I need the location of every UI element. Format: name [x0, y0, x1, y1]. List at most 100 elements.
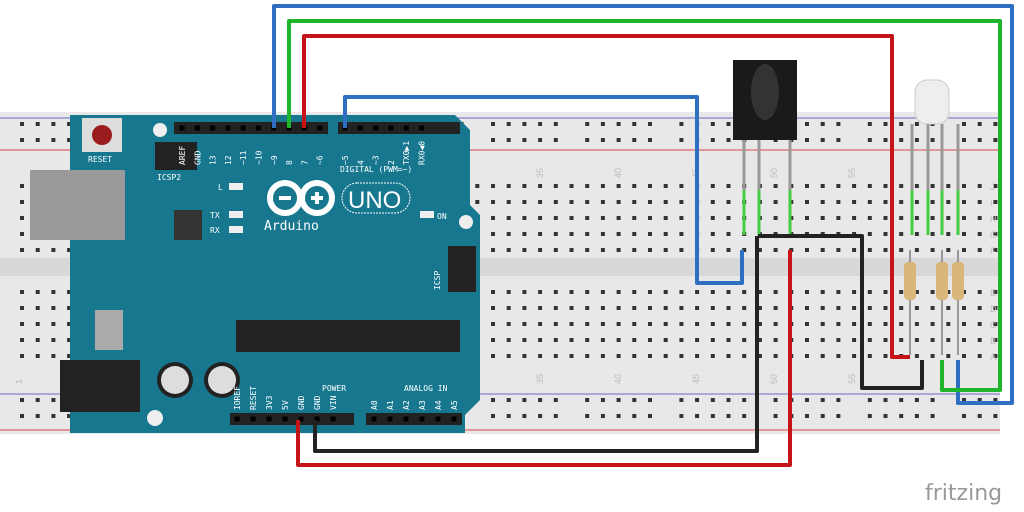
breadboard-hole[interactable]	[553, 354, 558, 358]
breadboard-hole[interactable]	[883, 398, 888, 402]
breadboard-hole[interactable]	[585, 354, 590, 358]
breadboard-hole[interactable]	[899, 216, 904, 220]
breadboard-hole[interactable]	[820, 184, 825, 188]
breadboard-hole[interactable]	[648, 184, 652, 188]
breadboard-hole[interactable]	[867, 414, 872, 418]
breadboard-hole[interactable]	[616, 200, 621, 204]
breadboard-hole[interactable]	[51, 138, 56, 142]
breadboard-hole[interactable]	[836, 248, 841, 252]
breadboard-hole[interactable]	[491, 216, 495, 220]
breadboard-hole[interactable]	[522, 322, 527, 326]
breadboard-hole[interactable]	[51, 398, 56, 402]
breadboard-hole[interactable]	[710, 398, 715, 402]
breadboard-hole[interactable]	[522, 216, 527, 220]
breadboard-hole[interactable]	[977, 338, 982, 342]
breadboard-hole[interactable]	[805, 200, 809, 204]
breadboard-hole[interactable]	[553, 398, 558, 402]
breadboard-hole[interactable]	[67, 248, 72, 252]
breadboard-hole[interactable]	[35, 290, 40, 294]
breadboard-hole[interactable]	[899, 184, 904, 188]
breadboard-hole[interactable]	[506, 306, 511, 310]
breadboard-hole[interactable]	[616, 216, 621, 220]
breadboard-hole[interactable]	[616, 232, 621, 236]
breadboard-hole[interactable]	[506, 184, 511, 188]
breadboard-hole[interactable]	[977, 306, 982, 310]
breadboard-hole[interactable]	[914, 290, 919, 294]
breadboard-hole[interactable]	[867, 138, 872, 142]
breadboard-hole[interactable]	[491, 184, 495, 188]
breadboard-hole[interactable]	[962, 200, 966, 204]
breadboard-hole[interactable]	[585, 398, 590, 402]
breadboard-hole[interactable]	[663, 290, 668, 294]
breadboard-hole[interactable]	[946, 322, 951, 326]
breadboard-hole[interactable]	[962, 184, 966, 188]
breadboard-hole[interactable]	[569, 338, 574, 342]
breadboard-hole[interactable]	[679, 338, 684, 342]
breadboard-hole[interactable]	[67, 414, 72, 418]
breadboard-hole[interactable]	[648, 398, 652, 402]
breadboard-hole[interactable]	[820, 398, 825, 402]
breadboard-hole[interactable]	[899, 232, 904, 236]
breadboard-hole[interactable]	[522, 248, 527, 252]
breadboard-hole[interactable]	[663, 216, 668, 220]
breadboard-hole[interactable]	[710, 200, 715, 204]
breadboard-hole[interactable]	[35, 354, 40, 358]
breadboard-hole[interactable]	[695, 414, 700, 418]
breadboard-hole[interactable]	[977, 122, 982, 126]
breadboard-hole[interactable]	[695, 354, 700, 358]
breadboard-hole[interactable]	[883, 138, 888, 142]
breadboard-hole[interactable]	[914, 306, 919, 310]
breadboard-hole[interactable]	[506, 322, 511, 326]
breadboard-hole[interactable]	[35, 138, 40, 142]
breadboard-hole[interactable]	[962, 338, 966, 342]
breadboard-hole[interactable]	[773, 398, 778, 402]
breadboard-hole[interactable]	[836, 414, 841, 418]
breadboard-hole[interactable]	[553, 248, 558, 252]
breadboard-hole[interactable]	[585, 248, 590, 252]
breadboard-hole[interactable]	[569, 232, 574, 236]
breadboard-hole[interactable]	[742, 338, 747, 342]
breadboard-hole[interactable]	[632, 338, 637, 342]
breadboard-hole[interactable]	[977, 232, 982, 236]
breadboard-hole[interactable]	[553, 414, 558, 418]
breadboard-hole[interactable]	[35, 306, 40, 310]
breadboard-hole[interactable]	[836, 338, 841, 342]
breadboard-hole[interactable]	[35, 338, 40, 342]
breadboard-hole[interactable]	[585, 200, 590, 204]
breadboard-hole[interactable]	[679, 414, 684, 418]
breadboard-hole[interactable]	[51, 122, 56, 126]
breadboard-hole[interactable]	[585, 122, 590, 126]
breadboard-hole[interactable]	[585, 216, 590, 220]
breadboard-hole[interactable]	[946, 290, 951, 294]
breadboard-hole[interactable]	[506, 338, 511, 342]
breadboard-hole[interactable]	[977, 248, 982, 252]
breadboard-hole[interactable]	[522, 306, 527, 310]
breadboard-hole[interactable]	[67, 122, 72, 126]
breadboard-hole[interactable]	[20, 184, 24, 188]
breadboard-hole[interactable]	[585, 138, 590, 142]
breadboard-hole[interactable]	[977, 398, 982, 402]
breadboard-hole[interactable]	[836, 354, 841, 358]
breadboard-hole[interactable]	[867, 354, 872, 358]
breadboard-hole[interactable]	[962, 354, 966, 358]
breadboard-hole[interactable]	[867, 232, 872, 236]
breadboard-hole[interactable]	[883, 248, 888, 252]
breadboard-hole[interactable]	[710, 232, 715, 236]
breadboard-hole[interactable]	[585, 290, 590, 294]
breadboard-hole[interactable]	[726, 184, 731, 188]
breadboard-hole[interactable]	[962, 322, 966, 326]
breadboard-hole[interactable]	[914, 414, 919, 418]
breadboard-hole[interactable]	[820, 248, 825, 252]
power-pin[interactable]	[298, 416, 304, 422]
breadboard-hole[interactable]	[726, 338, 731, 342]
breadboard-hole[interactable]	[993, 306, 998, 310]
breadboard-hole[interactable]	[852, 306, 857, 310]
breadboard-hole[interactable]	[600, 338, 605, 342]
breadboard-hole[interactable]	[632, 306, 637, 310]
breadboard-hole[interactable]	[600, 216, 605, 220]
breadboard-hole[interactable]	[757, 306, 762, 310]
breadboard-hole[interactable]	[35, 322, 40, 326]
breadboard-hole[interactable]	[914, 322, 919, 326]
analog-pin[interactable]	[451, 416, 457, 422]
breadboard-hole[interactable]	[710, 338, 715, 342]
